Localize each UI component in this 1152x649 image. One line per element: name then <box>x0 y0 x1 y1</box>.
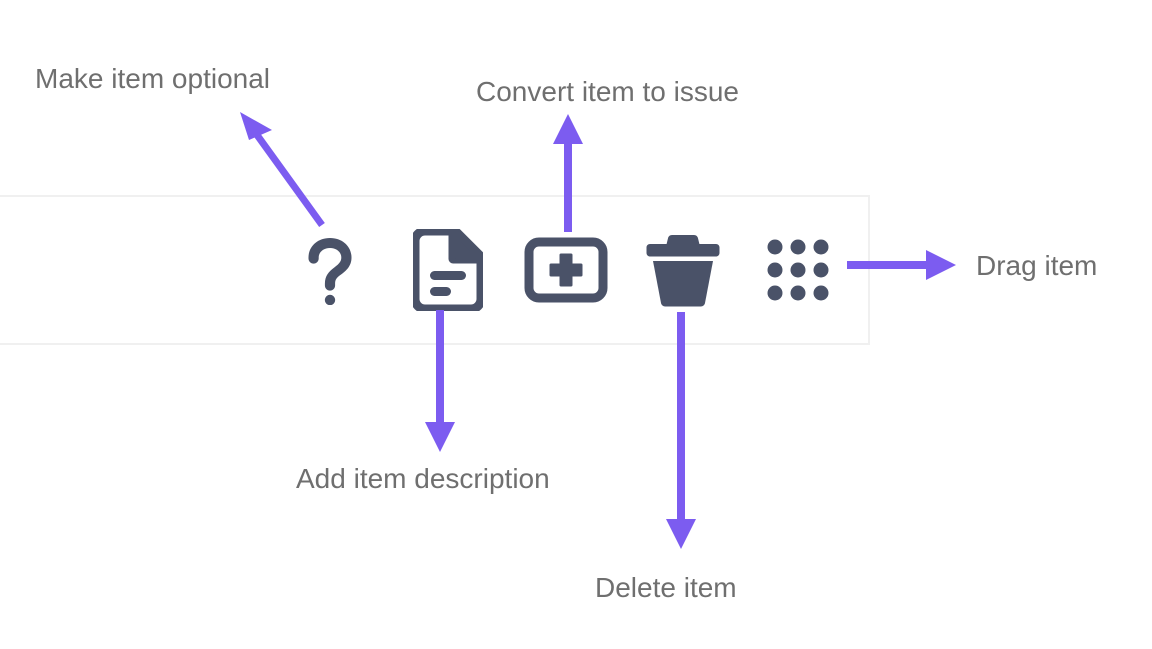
delete-item-button[interactable] <box>641 230 725 310</box>
trash-icon <box>645 233 721 307</box>
make-item-optional-button[interactable] <box>298 234 362 306</box>
add-item-description-button[interactable] <box>408 229 488 311</box>
question-mark-icon <box>304 235 356 305</box>
annotation-label-make-item-optional: Make item optional <box>35 63 271 94</box>
toolbar-icon-row <box>0 197 868 343</box>
annotation-label-convert-item-to-issue: Convert item to issue <box>476 76 739 107</box>
drag-item-button[interactable] <box>762 234 834 306</box>
document-text-icon <box>413 229 483 311</box>
convert-item-to-issue-button[interactable] <box>522 233 610 307</box>
drag-handle-dots-icon <box>767 239 829 301</box>
annotation-label-delete-item: Delete item <box>595 572 737 603</box>
annotation-label-drag-item: Drag item <box>976 250 1098 281</box>
arrow-delete-item <box>666 312 696 549</box>
checklist-item-toolbar <box>0 195 870 345</box>
annotation-label-add-item-description: Add item description <box>296 463 550 494</box>
plus-box-icon <box>524 237 608 303</box>
